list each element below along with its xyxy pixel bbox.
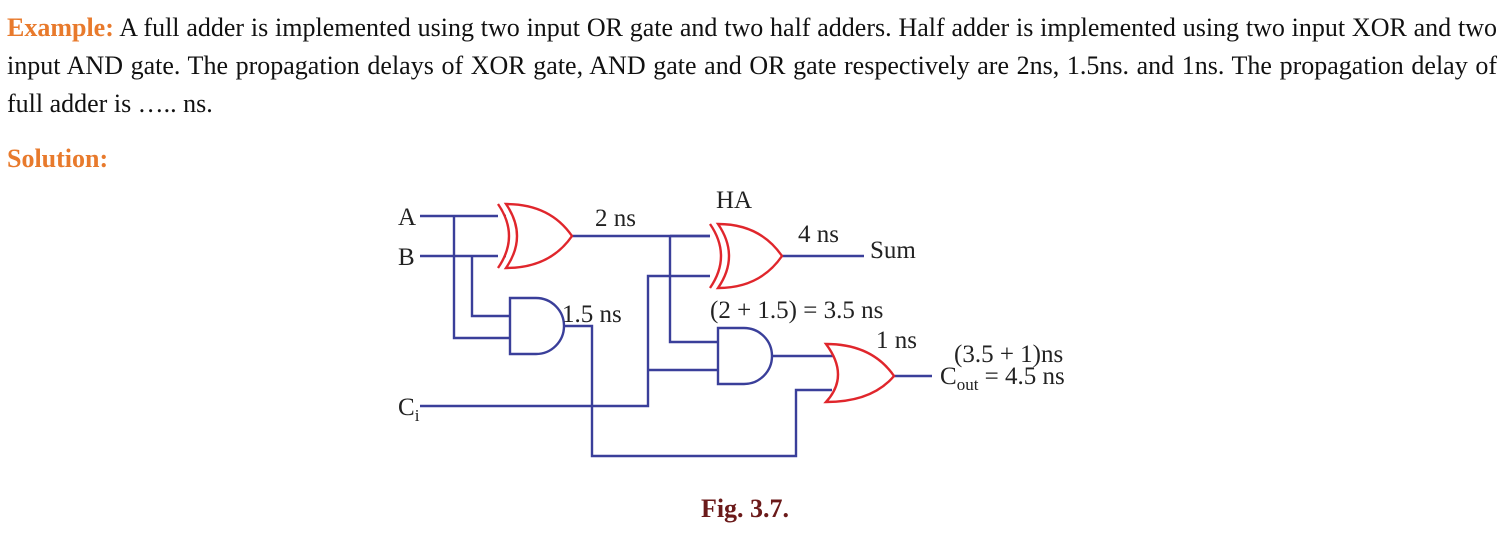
wire-and1-to-or — [560, 324, 832, 458]
xor-gate-1 — [497, 202, 574, 270]
half-adder-label: HA — [716, 187, 752, 214]
wire-xor1-to-and2 — [668, 236, 718, 344]
and1-delay-label: 1.5 ns — [562, 301, 622, 328]
solution-heading: Solution: — [7, 140, 108, 178]
cout-value: = 4.5 ns — [978, 363, 1064, 390]
and-gate-1 — [508, 296, 566, 356]
wire-b-to-and1 — [470, 256, 510, 318]
example-label: Example: — [7, 13, 114, 42]
cout-main: C — [940, 363, 957, 390]
and2-delay-calc-label: (2 + 1.5) = 3.5 ns — [710, 297, 883, 324]
wire-ci — [420, 274, 710, 408]
input-ci-label: Ci — [398, 394, 420, 425]
xor2-delay-label: 4 ns — [798, 221, 839, 248]
problem-statement: Example: A full adder is implemented usi… — [7, 9, 1497, 123]
cout-sub: out — [957, 375, 979, 394]
wire-a-to-and1 — [452, 216, 510, 340]
or-gate — [823, 342, 896, 404]
or-delay-label: 1 ns — [876, 327, 917, 354]
cout-calc-label: (3.5 + 1)ns — [954, 341, 1063, 368]
solution-label: Solution: — [7, 144, 109, 173]
xor-gate-2 — [709, 222, 784, 290]
xor1-delay-label: 2 ns — [595, 205, 636, 232]
input-b-label: B — [398, 244, 415, 271]
full-adder-circuit-diagram: A B Ci 2 ns HA 4 ns Sum 1.5 ns (2 + 1.5)… — [398, 187, 1065, 458]
cout-value-label: Cout = 4.5 ns — [940, 363, 1065, 394]
and-gate-2 — [716, 326, 774, 386]
circuit-wires — [420, 214, 932, 458]
input-ci-sub: i — [415, 406, 420, 425]
sum-label: Sum — [870, 237, 916, 264]
input-ci-main: C — [398, 394, 415, 421]
input-a-label: A — [398, 204, 416, 231]
problem-text: A full adder is implemented using two in… — [7, 13, 1497, 118]
figure-caption: Fig. 3.7. — [700, 494, 790, 523]
